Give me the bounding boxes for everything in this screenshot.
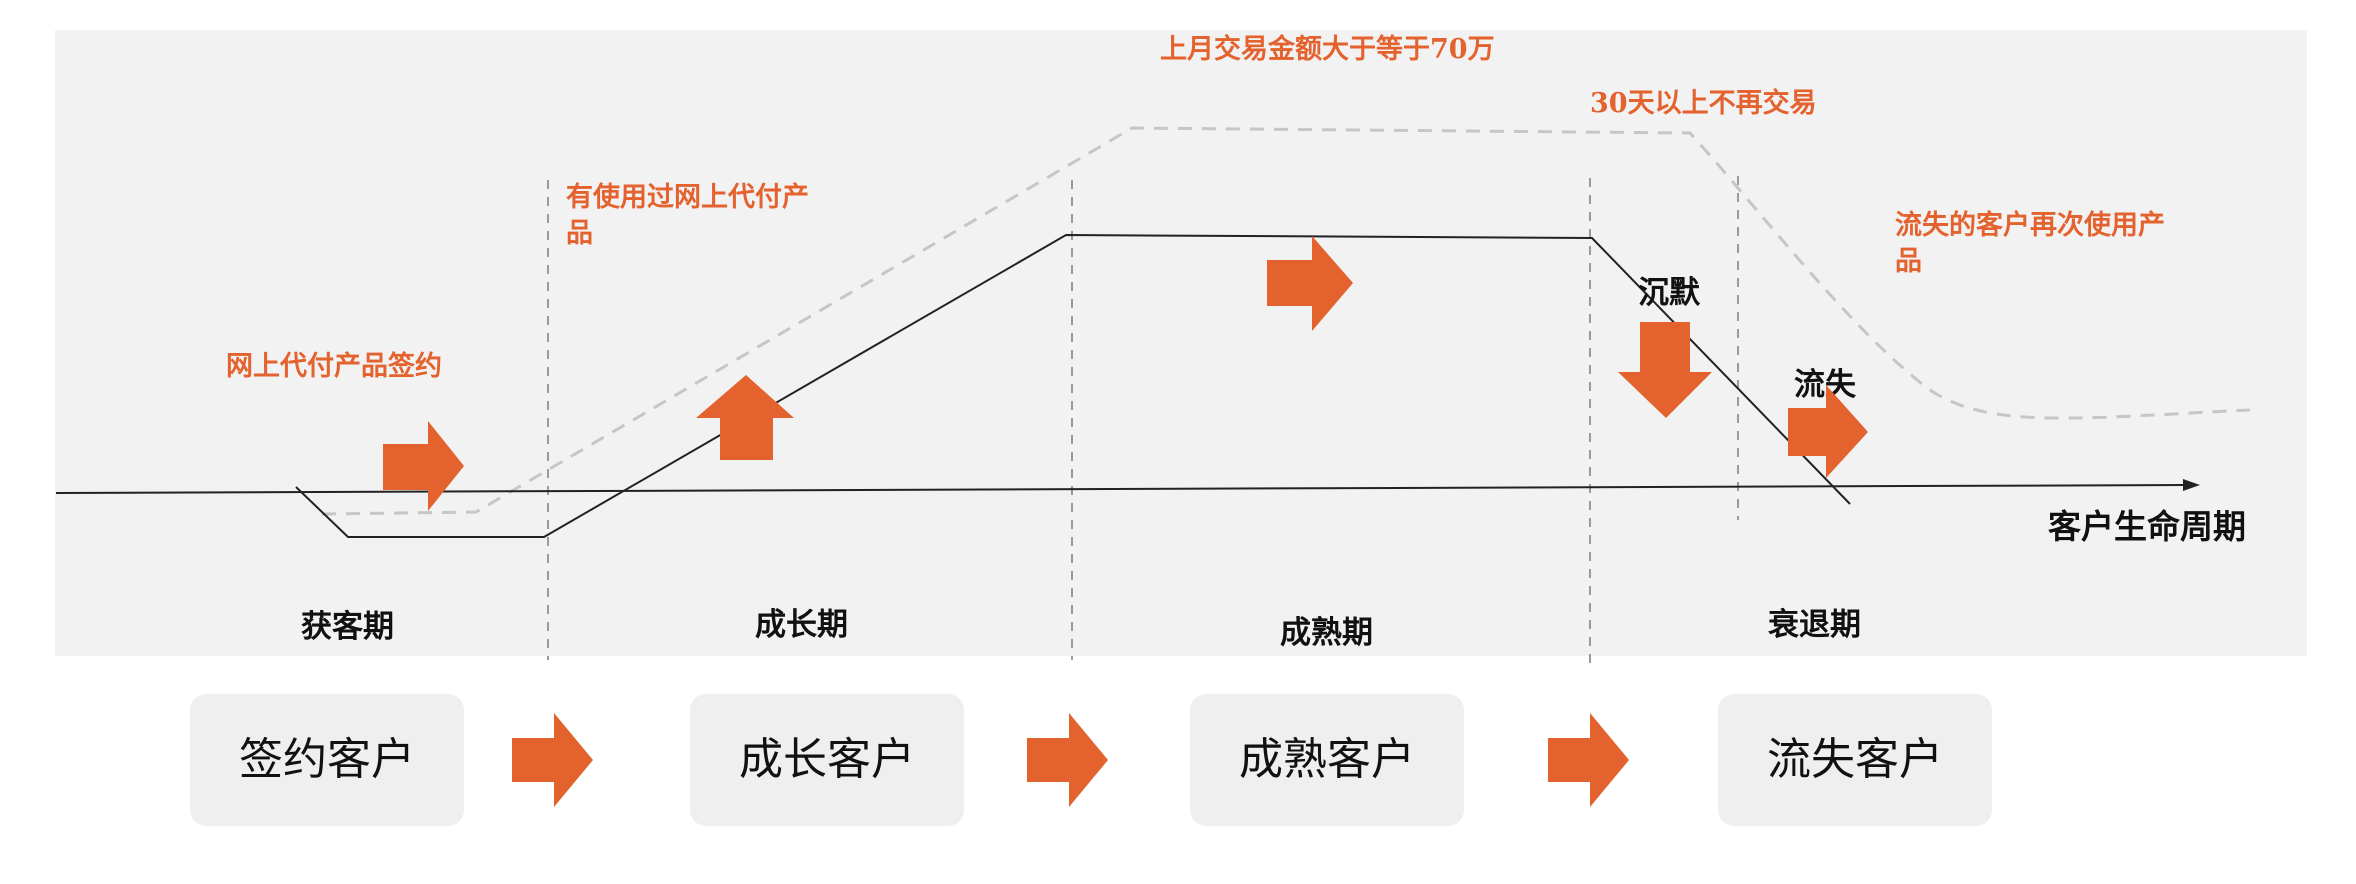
churn-label: 流失: [1794, 367, 1857, 403]
axis-arrowhead: [2183, 479, 2200, 491]
right-arrow-icon: [1267, 236, 1353, 331]
dashed-amount-curve: [321, 126, 2251, 516]
customer-type-box: [1190, 694, 1464, 826]
phase-label: 成熟期: [1280, 615, 1373, 651]
axis-label: 客户生命周期: [2048, 507, 2246, 546]
customer-type-box: [190, 694, 464, 826]
customer-type-box: [1718, 694, 1992, 826]
annotation-no-trade: 30天以上不再交易: [1590, 87, 1817, 119]
customer-type-label: 流失客户: [1767, 734, 1943, 785]
customer-type-label: 签约客户: [239, 734, 415, 785]
annotation-churned-reuse-cont: 品: [1895, 246, 1922, 277]
lifecycle-curve: [295, 233, 1851, 538]
annotation-last-month-amount: 上月交易金额大于等于70万: [1160, 33, 1495, 65]
annotation-used-product: 有使用过网上代付产: [566, 182, 809, 213]
phase-label: 获客期: [301, 609, 394, 645]
time-axis: [55, 484, 2184, 494]
up-arrow-icon: [696, 375, 794, 460]
annotation-used-product-cont: 品: [566, 218, 593, 249]
silent-label: 沉默: [1638, 275, 1701, 311]
customer-type-box: [690, 694, 964, 826]
right-arrow-icon: [1788, 385, 1868, 478]
annotation-signup: 网上代付产品签约: [226, 350, 442, 382]
phase-label: 衰退期: [1768, 607, 1861, 643]
right-arrow-icon: [512, 713, 593, 807]
customer-type-label: 成熟客户: [1239, 734, 1415, 785]
phase-label: 成长期: [755, 607, 848, 643]
down-arrow-icon: [1618, 322, 1712, 418]
customer-type-label: 成长客户: [739, 734, 915, 785]
right-arrow-icon: [383, 421, 464, 511]
right-arrow-icon: [1027, 713, 1108, 807]
diagram-panel: [55, 30, 2307, 656]
annotation-churned-reuse: 流失的客户再次使用产: [1895, 209, 2165, 241]
right-arrow-icon: [1548, 713, 1629, 807]
